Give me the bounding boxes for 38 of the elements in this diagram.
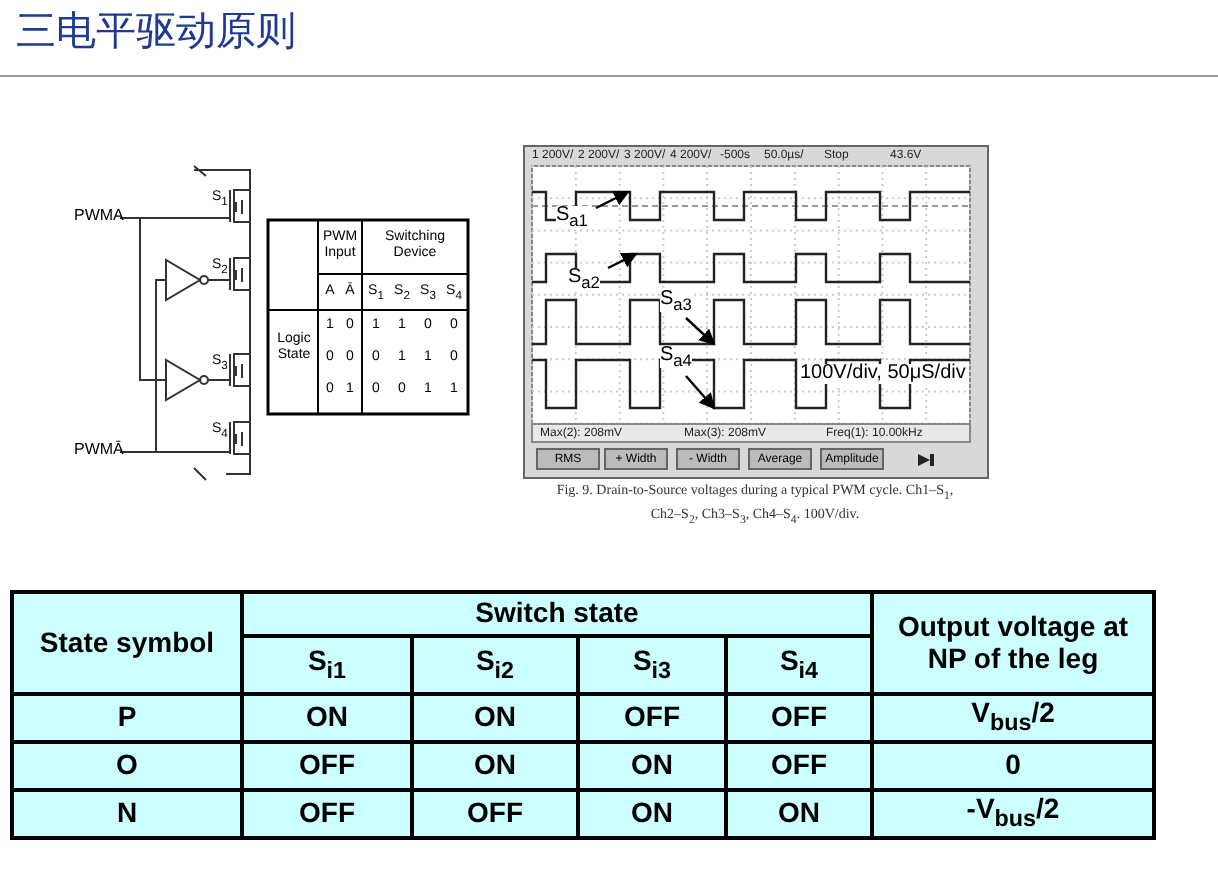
signal-label: S$_{a4}$ — [660, 346, 692, 369]
table-cell: S$_{i4}$ — [726, 636, 872, 694]
table-cell: State symbol — [12, 592, 242, 694]
table-cell: -V$_{bus}$/2 — [872, 790, 1154, 838]
table-cell: 0 — [872, 742, 1154, 790]
signal-label: S$_{a1}$ — [556, 206, 588, 229]
leader-arrow — [607, 252, 638, 270]
terminal-label: PWMA — [74, 208, 124, 224]
table-cell: OFF — [578, 694, 726, 742]
page-title: 三电平驱动原则 — [16, 12, 296, 52]
table-cell: ON — [726, 790, 872, 838]
table-cell: S$_{i1}$ — [242, 636, 412, 694]
table-cell: Output voltage at NP of the leg — [872, 592, 1154, 694]
table-cell: ON — [412, 694, 578, 742]
table-cell: OFF — [726, 742, 872, 790]
table-cell: V$_{bus}$/2 — [872, 694, 1154, 742]
signal-label: S$_{a3}$ — [660, 290, 692, 313]
scale-text: 100V/div, 50μS/div — [800, 364, 966, 384]
table-cell: ON — [578, 790, 726, 838]
terminal-label: PWMĀ — [74, 442, 124, 458]
table-cell: OFF — [242, 790, 412, 838]
table-cell: Switch state — [242, 592, 872, 636]
table-cell: OFF — [726, 694, 872, 742]
waveform-trace — [532, 358, 970, 410]
leader-arrow — [685, 317, 716, 346]
table-cell: OFF — [412, 790, 578, 838]
table-cell: ON — [242, 694, 412, 742]
leader-arrow — [685, 375, 716, 410]
table-cell: N — [12, 790, 242, 838]
table-cell: P — [12, 694, 242, 742]
table-cell: O — [12, 742, 242, 790]
table-cell: S$_{i2}$ — [412, 636, 578, 694]
table-cell: ON — [412, 742, 578, 790]
table-cell: OFF — [242, 742, 412, 790]
signal-label: S$_{a2}$ — [568, 268, 600, 291]
leader-arrow — [595, 190, 630, 210]
table-cell: ON — [578, 742, 726, 790]
table-cell: S$_{i3}$ — [578, 636, 726, 694]
